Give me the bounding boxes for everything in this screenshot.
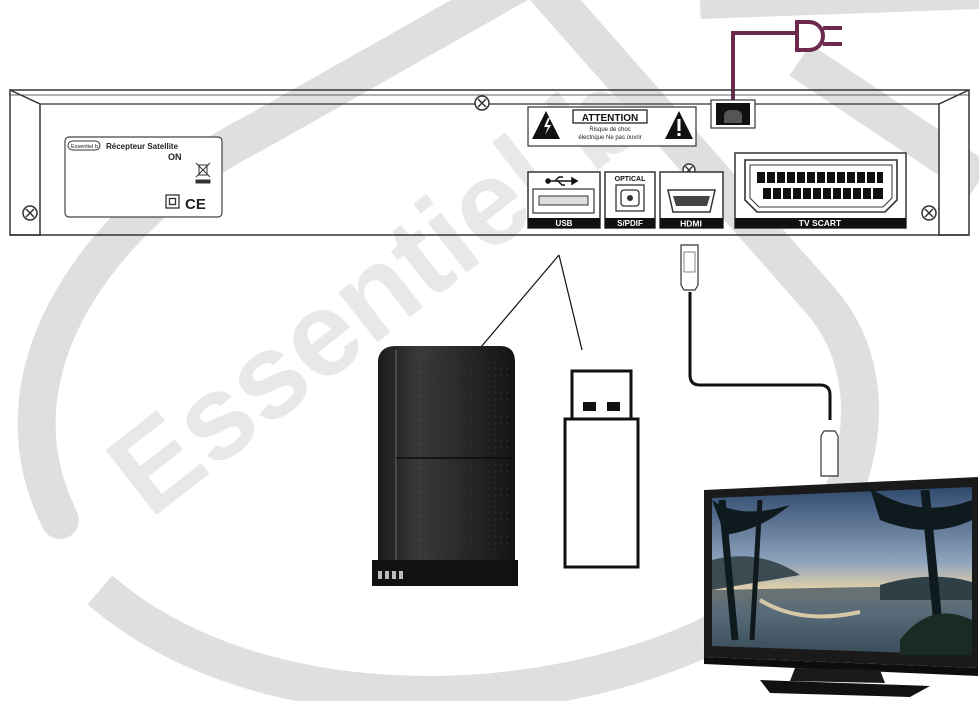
optical-label-bottom: S/PDIF [617,219,643,228]
weee-bin-icon [195,162,211,184]
product-label: Essentiel b Récepteur Satellite ON CE [64,136,223,218]
external-hard-drive [372,346,518,586]
double-insulation-icon [165,194,180,209]
ce-mark-icon: CE [185,196,206,213]
screw-icon [921,205,937,221]
power-cable [731,20,842,100]
optical-port: OPTICAL S/PDIF [604,171,656,229]
hdmi-cable [680,244,839,477]
warning-line-2: électrique Ne pas ouvrir [578,135,641,141]
usb-port: USB [527,171,601,229]
warning-title: ATTENTION [582,113,638,124]
power-socket [710,99,756,129]
flat-screen-tv [704,477,978,697]
label-title: Récepteur Satellite [106,142,179,151]
scart-port-label: TV SCART [799,218,842,228]
warning-label: ATTENTION Risque de choc électrique Ne p… [527,106,697,147]
brand-badge: Essentiel b [71,144,98,150]
hdmi-port-label: HDMI [680,219,702,229]
screw-icon [474,95,490,111]
usb-connection-lines [480,254,583,351]
usb-port-label: USB [556,219,573,228]
scart-port: TV SCART [734,152,907,229]
usb-flash-drive [563,369,640,569]
usb-icon [545,176,579,186]
hdmi-port: HDMI [659,171,724,229]
warning-line-1: Risque de choc [589,127,630,133]
label-status: ON [168,152,182,162]
optical-label-top: OPTICAL [615,176,646,183]
screw-icon [22,205,38,221]
receiver-back-panel: Essentiel b Récepteur Satellite ON CE [9,88,970,236]
